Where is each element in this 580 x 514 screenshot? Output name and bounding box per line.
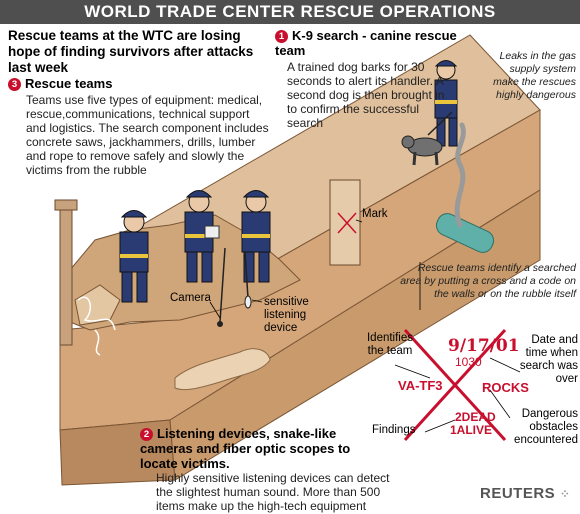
rescue-teams-number-badge: 3	[8, 78, 21, 91]
search-code-diagram	[394, 328, 521, 442]
reuters-dots-icon: ⁘	[559, 487, 571, 501]
firefighter-figure-2	[184, 190, 220, 283]
gas-pipe-group	[435, 122, 495, 253]
rescue-teams-title-row: 3 Rescue teams	[8, 76, 270, 91]
victim-silhouette	[174, 348, 271, 391]
dead-mark: 2DEAD	[455, 410, 496, 424]
firefighter-figure-3	[241, 190, 271, 283]
findings-leader	[424, 419, 456, 433]
dangerous-obstacles-label: Dangerous obstacles encountered	[514, 408, 578, 446]
mark-label: Mark	[362, 208, 388, 220]
sensitive-leader-line	[251, 299, 263, 303]
camera-probe	[219, 247, 226, 323]
broken-column-cap	[54, 199, 78, 211]
firefighter-figure-1	[119, 210, 149, 303]
code-cross-b	[403, 328, 507, 442]
findings-label: Findings	[372, 424, 416, 436]
listening-number-badge: 2	[140, 428, 153, 441]
camera-head	[217, 321, 223, 327]
subtitle: Rescue teams at the WTC are losing hope …	[8, 28, 254, 75]
listening-device-head	[244, 295, 252, 309]
team-mark: VA-TF3	[398, 378, 443, 393]
page-title: WORLD TRADE CENTER RESCUE OPERATIONS	[0, 0, 580, 24]
reuters-logo: REUTERS ⁘	[480, 485, 570, 502]
identifies-team-label: Identifies the team	[366, 332, 414, 357]
gas-leak-smoke	[454, 122, 466, 228]
rescue-identify-note: Rescue teams identify a searched area by…	[400, 262, 576, 300]
k9-handler-figure	[427, 60, 458, 147]
listening-probe	[244, 251, 249, 299]
rebar-wires	[77, 296, 116, 356]
date-time-label: Date and time when search was over	[519, 334, 578, 385]
rocks-mark: ROCKS	[482, 380, 529, 395]
camera-leader-line	[209, 301, 221, 319]
identifies-leader	[394, 364, 431, 379]
reuters-logo-text: REUTERS	[480, 485, 556, 502]
rubble-chunk	[74, 284, 121, 326]
k9-number-badge: 1	[275, 30, 288, 43]
gas-pipe	[435, 213, 495, 253]
gas-leak-note: Leaks in the gas supply system make the …	[493, 50, 576, 101]
k9-body: A trained dog barks for 30 seconds to al…	[287, 60, 445, 130]
rescue-dog-figure	[401, 135, 443, 166]
datetime-leader	[489, 357, 521, 373]
time-mark: 1030	[455, 355, 482, 369]
sensitive-device-label: sensitive listening device	[264, 296, 309, 334]
rubble-slab-underside	[169, 189, 541, 481]
broken-column	[59, 204, 73, 346]
date-mark: 9/17/01	[448, 336, 520, 356]
mark-cross-b	[337, 212, 357, 234]
rescue-teams-body: Teams use five types of equipment: medic…	[26, 93, 269, 177]
mark-leader-line	[355, 219, 363, 223]
alive-mark: 1ALIVE	[450, 423, 493, 437]
rescue-teams-title: Rescue teams	[25, 76, 113, 91]
listening-body: Highly sensitive listening devices can d…	[156, 471, 390, 513]
dangerous-leader	[489, 389, 511, 419]
mark-board	[329, 179, 361, 266]
rescue-teams-section: 3 Rescue teams Teams use five types of eq…	[8, 76, 270, 177]
camera-label: Camera	[170, 292, 211, 304]
k9-title: K-9 search - canine rescue team	[275, 28, 457, 58]
listening-title: Listening devices, snake-like cameras an…	[140, 426, 351, 471]
